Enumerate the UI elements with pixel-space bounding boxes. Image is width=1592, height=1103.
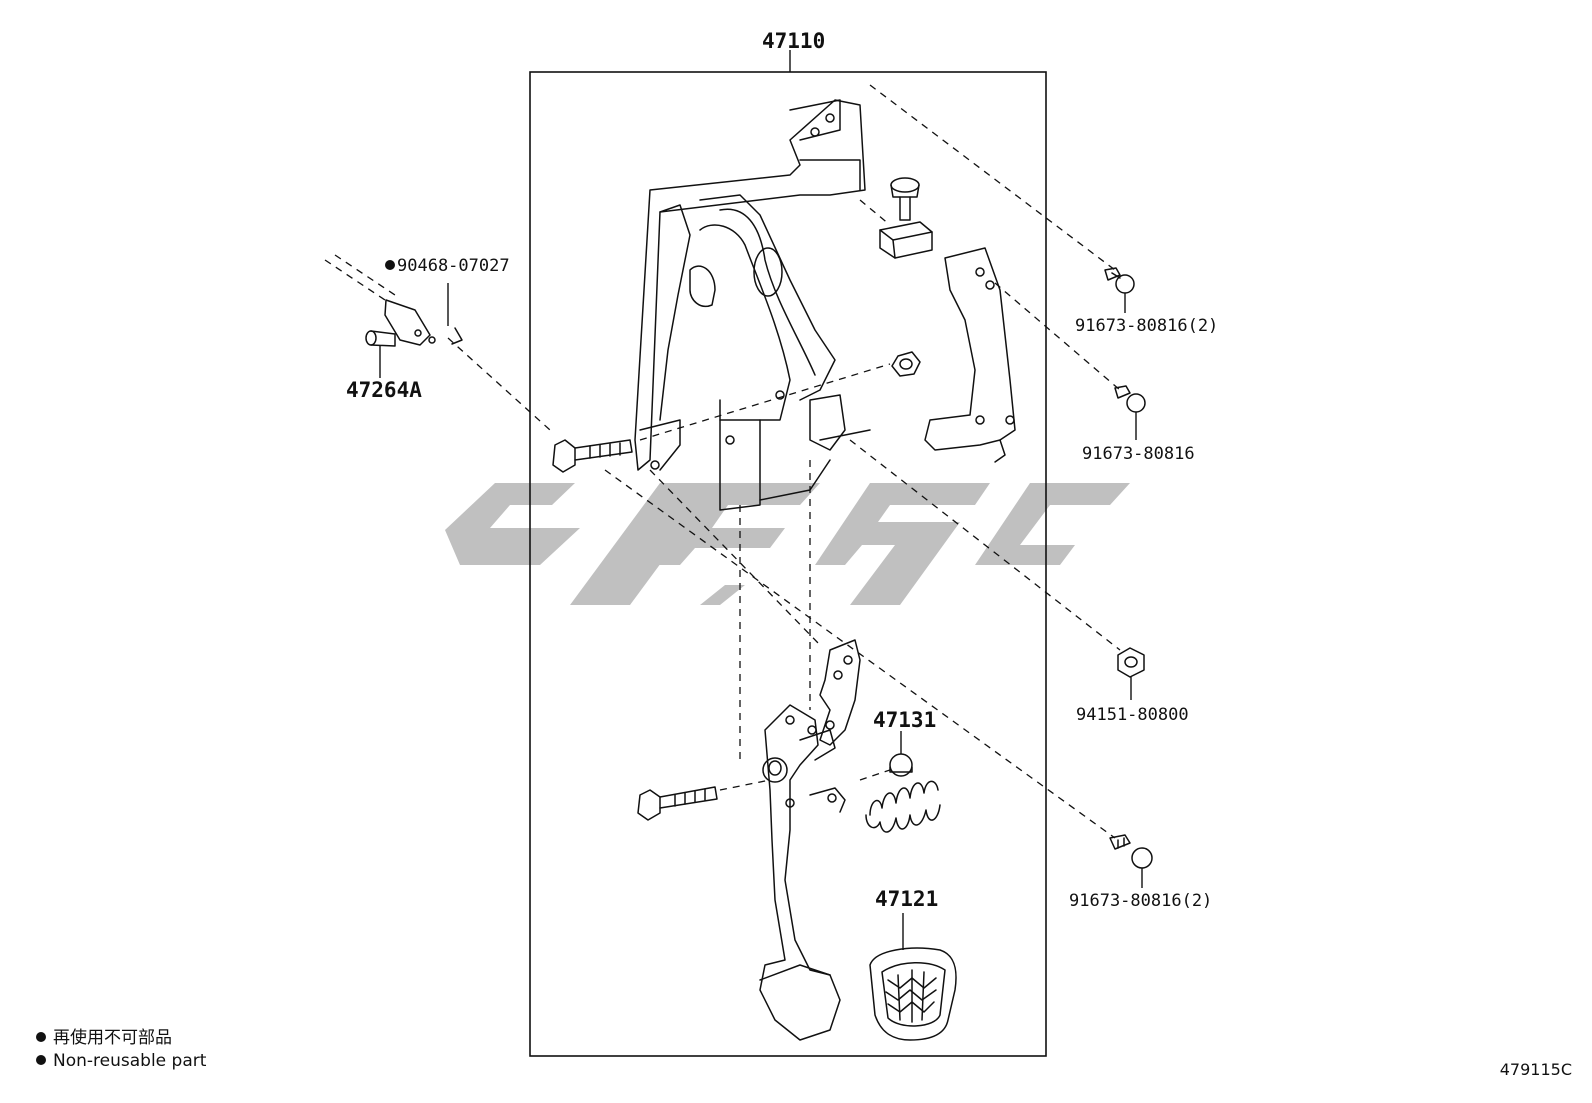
legend-en: Non-reusable part	[36, 1053, 206, 1070]
leader-lines	[379, 283, 1143, 950]
part-label-bolt-bottom: 91673-80816(2)	[1069, 891, 1213, 911]
legend-bullet	[36, 1032, 46, 1042]
part-label-nut: 94151-80800	[1076, 705, 1189, 725]
figure-code: 479115C	[1499, 1060, 1572, 1079]
nut-right	[1117, 647, 1145, 678]
pedal-bracket	[634, 99, 871, 511]
bolt-lower-right	[1109, 834, 1153, 869]
clamp-bolt	[890, 177, 920, 221]
part-label-pedal-pad: 47121	[875, 887, 939, 911]
pedal-arm	[759, 704, 841, 1041]
bolt-mid-right	[1114, 385, 1146, 413]
watermark-logo	[445, 483, 1130, 605]
assembly-part-number: 47110	[762, 29, 826, 53]
clevis-rod	[384, 299, 436, 346]
assembly-box	[529, 71, 1047, 1057]
part-label-cushion: 47131	[873, 708, 937, 732]
part-number-pin-clip: 90468-07027	[397, 256, 510, 276]
return-spring	[809, 780, 941, 833]
pedal-stopper-cushion	[889, 753, 913, 777]
pedal-pad	[869, 947, 957, 1041]
part-label-bolt-mid: 91673-80816	[1082, 444, 1195, 464]
legend-en-text: Non-reusable part	[53, 1051, 207, 1071]
side-brace	[924, 247, 1016, 463]
retaining-clip	[451, 327, 463, 345]
assembly-dash-lines	[324, 84, 1121, 839]
part-label-pin: 47264A	[346, 378, 422, 402]
part-label-pin-clip: 90468-07027	[385, 258, 510, 275]
part-label-bolt-top: 91673-80816(2)	[1075, 316, 1219, 336]
pedal-pivot-bolt	[637, 786, 718, 821]
pedal-link	[819, 639, 861, 746]
legend-bullet	[36, 1055, 46, 1065]
legend-jp-text: 再使用不可部品	[53, 1028, 172, 1048]
upper-through-bolt	[552, 439, 633, 473]
non-reusable-marker	[385, 260, 395, 270]
legend-jp: 再使用不可部品	[36, 1030, 172, 1047]
bracket-nut	[891, 351, 921, 377]
bolt-upper-right	[1104, 267, 1135, 294]
clamp-clip	[879, 221, 933, 259]
clevis-pin	[365, 330, 396, 347]
